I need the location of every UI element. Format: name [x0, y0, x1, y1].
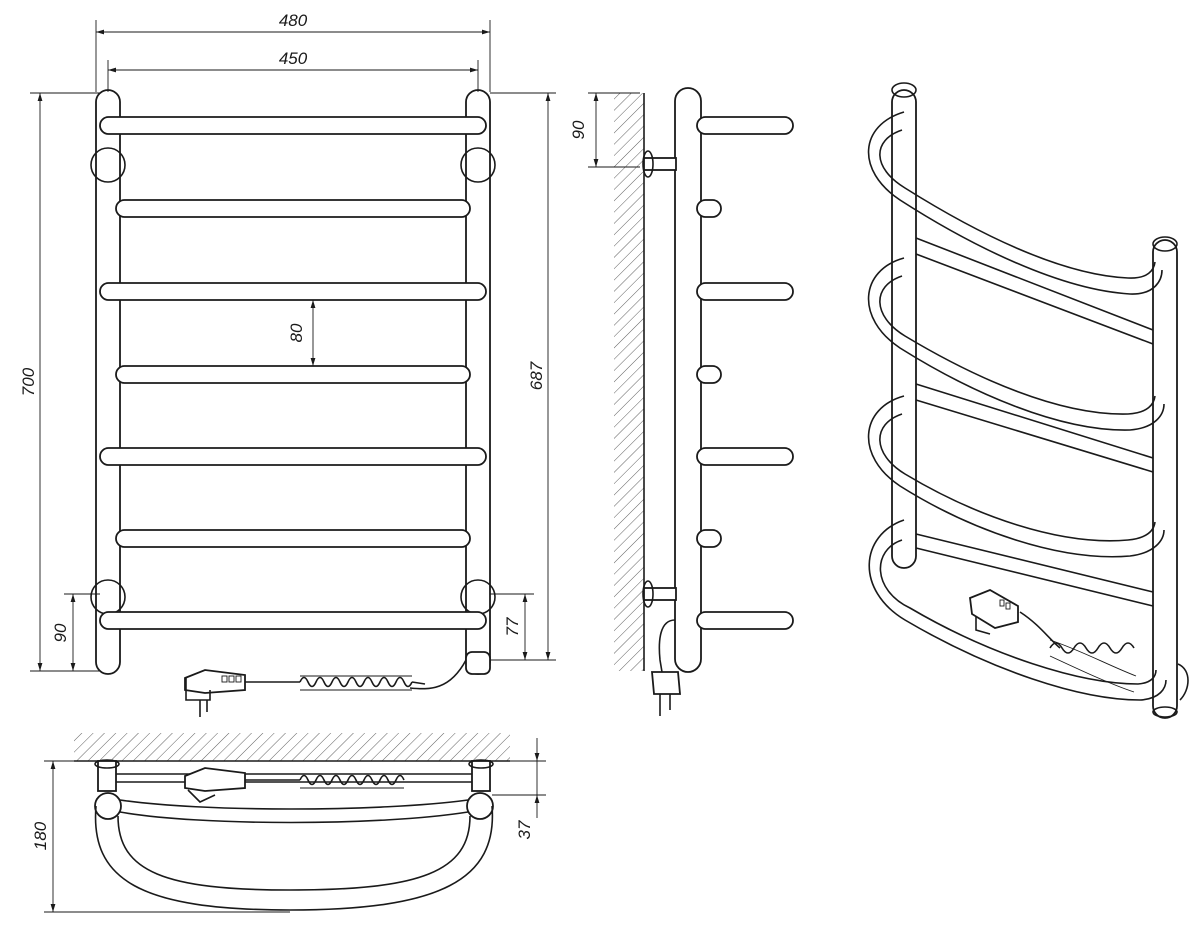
dim-overall-width: 480	[279, 11, 308, 30]
dim-side-top-offset: 90	[569, 120, 588, 139]
iso-rail-back	[891, 89, 917, 569]
top-view: 180 37	[31, 733, 546, 913]
side-rung-1	[696, 116, 794, 135]
top-post-left	[97, 760, 117, 792]
side-rung-2	[696, 199, 722, 218]
rung-6	[115, 529, 471, 548]
dim-wall-offset: 37	[515, 820, 534, 839]
rung-3	[99, 282, 487, 301]
side-vertical-rail	[674, 87, 702, 673]
top-pipe-right	[466, 792, 494, 820]
rung-4	[115, 365, 471, 384]
iso-curved-rung-2	[867, 257, 1165, 431]
side-rung-3	[696, 282, 794, 301]
dim-right-bottom-offset: 77	[503, 617, 522, 636]
side-plug	[651, 619, 681, 716]
dimension-77: 77	[490, 593, 534, 660]
side-rung-4	[696, 365, 722, 384]
wall-hatch-side	[614, 93, 644, 671]
side-bracket-top	[643, 157, 677, 171]
rung-1	[99, 116, 487, 135]
dimension-480: 480	[95, 11, 491, 92]
iso-coiled-cable	[969, 589, 1189, 701]
bracket-top-right	[460, 147, 496, 183]
dim-depth: 180	[31, 821, 50, 850]
dimension-687: 687	[490, 92, 556, 661]
top-pipe-left	[94, 792, 122, 820]
power-cable	[184, 659, 467, 717]
side-rung-6	[696, 529, 722, 548]
right-vertical-rail	[465, 89, 491, 675]
iso-rail-front	[1152, 239, 1178, 719]
dimension-450: 450	[107, 49, 479, 92]
iso-curved-rung-1	[867, 111, 1163, 295]
top-curved-rung-outer	[94, 805, 494, 911]
dimension-700: 700	[19, 92, 100, 672]
dim-center-width: 450	[279, 49, 308, 68]
side-view: 90	[569, 87, 794, 716]
coiled-cable	[299, 675, 413, 691]
side-rung-7	[696, 611, 794, 630]
dim-rung-spacing: 80	[287, 323, 306, 342]
isometric-view	[867, 82, 1189, 719]
dim-overall-height: 700	[19, 367, 38, 396]
left-vertical-rail	[95, 89, 121, 675]
iso-curved-rung-3	[867, 395, 1165, 558]
dimension-180: 180	[31, 760, 290, 913]
iso-curved-rung-4	[868, 519, 1167, 701]
dimension-37: 37	[492, 738, 546, 839]
dim-center-height: 687	[527, 361, 546, 390]
dimension-80: 80	[287, 300, 316, 366]
plug	[184, 669, 246, 717]
heater-end	[465, 651, 491, 675]
rung-7	[99, 611, 487, 630]
dim-left-bottom-offset: 90	[51, 623, 70, 642]
rung-2	[115, 199, 471, 218]
top-coiled-cable	[184, 767, 405, 803]
front-view: 480 450 700 687 80 90	[19, 11, 556, 717]
top-curved-rung-inner	[117, 815, 471, 891]
bracket-top-left	[90, 147, 126, 183]
dimension-90-bottom-left: 90	[51, 593, 100, 671]
dimension-90-side: 90	[569, 92, 640, 168]
rung-5	[99, 447, 487, 466]
side-bracket-bottom	[643, 587, 677, 601]
iso-plug	[969, 589, 1019, 629]
side-rung-5	[696, 447, 794, 466]
wall-hatch-top	[74, 733, 510, 761]
top-post-right	[471, 760, 491, 792]
